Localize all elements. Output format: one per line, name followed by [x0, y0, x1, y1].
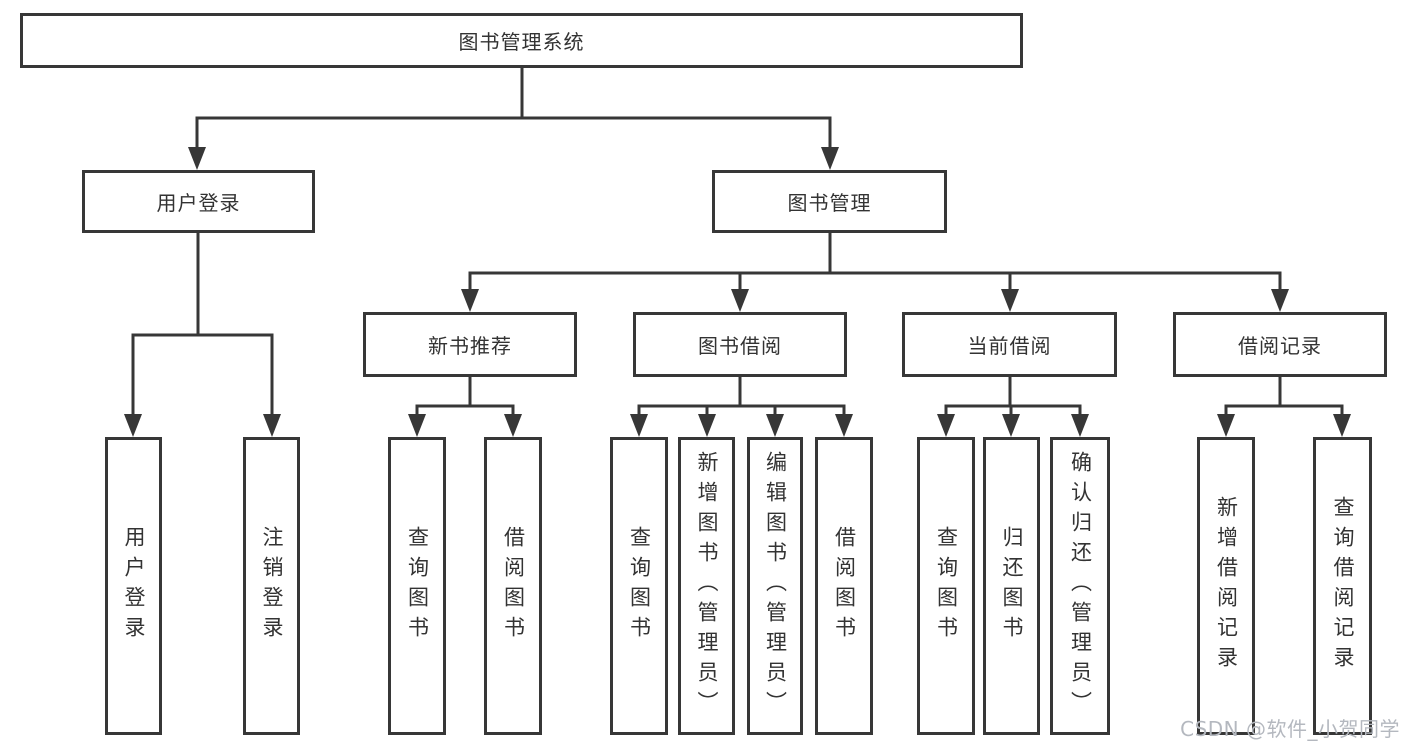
node-bb-edit-books-label: 编辑图书（管理员）: [763, 451, 788, 721]
node-bb-query-books: 查询图书: [610, 437, 668, 735]
arrowhead-icon: [821, 147, 839, 170]
arrowhead-icon: [1271, 289, 1289, 312]
arrowhead-icon: [698, 414, 716, 437]
node-cb-return-books: 归还图书: [983, 437, 1040, 735]
node-br-add-record-label: 新增借阅记录: [1214, 496, 1239, 676]
connector-bookborrow-to-children: [637, 375, 846, 419]
node-cb-query-books: 查询图书: [917, 437, 975, 735]
arrowhead-icon: [630, 414, 648, 437]
node-nbr-query-books-label: 查询图书: [405, 526, 430, 646]
node-book-mgmt-label: 图书管理: [787, 191, 872, 215]
connector-bookmgmt-to-level3: [468, 231, 1282, 294]
node-borrow-records: 借阅记录: [1173, 312, 1387, 377]
node-book-borrow: 图书借阅: [633, 312, 847, 377]
node-br-add-record: 新增借阅记录: [1197, 437, 1255, 735]
node-nbr-borrow-books-label: 借阅图书: [501, 526, 526, 646]
arrowhead-icon: [408, 414, 426, 437]
node-cb-confirm-return-label: 确认归还（管理员）: [1068, 451, 1093, 721]
node-borrow-records-label: 借阅记录: [1238, 334, 1322, 358]
node-logout: 注销登录: [243, 437, 300, 735]
arrowhead-icon: [188, 147, 206, 170]
node-bb-add-books-label: 新增图书（管理员）: [695, 451, 719, 721]
arrowhead-icon: [1002, 414, 1020, 437]
node-br-query-record-label: 查询借阅记录: [1331, 496, 1355, 676]
arrowhead-icon: [504, 414, 522, 437]
node-logout-label: 注销登录: [260, 526, 284, 646]
arrowhead-icon: [1333, 414, 1351, 437]
connector-root-to-level2: [195, 66, 832, 152]
arrowhead-icon: [937, 414, 955, 437]
node-nbr-query-books: 查询图书: [388, 437, 446, 735]
node-br-query-record: 查询借阅记录: [1313, 437, 1372, 735]
node-bb-query-books-label: 查询图书: [627, 526, 652, 646]
connector-userlogin-to-children: [131, 231, 274, 419]
connector-borrowrecords-to-children: [1224, 375, 1344, 419]
node-cb-confirm-return: 确认归还（管理员）: [1050, 437, 1110, 735]
node-new-book-rec: 新书推荐: [363, 312, 577, 377]
arrowhead-icon: [124, 414, 142, 437]
arrowhead-icon: [835, 414, 853, 437]
arrowhead-icon: [766, 414, 784, 437]
node-bb-add-books: 新增图书（管理员）: [678, 437, 735, 735]
node-nbr-borrow-books: 借阅图书: [484, 437, 542, 735]
arrowhead-icon: [1001, 289, 1019, 312]
node-bb-borrow-books: 借阅图书: [815, 437, 873, 735]
node-root-label: 图书管理系统: [458, 30, 585, 54]
arrowhead-icon: [461, 289, 479, 312]
node-current-borrow-label: 当前借阅: [967, 334, 1052, 358]
arrowhead-icon: [1071, 414, 1089, 437]
node-book-borrow-label: 图书借阅: [698, 334, 782, 358]
node-cb-query-books-label: 查询图书: [934, 526, 959, 646]
node-bb-borrow-books-label: 借阅图书: [832, 526, 857, 646]
arrowhead-icon: [263, 414, 281, 437]
node-user-login: 用户登录: [105, 437, 162, 735]
node-bb-edit-books: 编辑图书（管理员）: [747, 437, 803, 735]
node-user-login-group-label: 用户登录: [156, 191, 241, 215]
node-new-book-rec-label: 新书推荐: [428, 334, 512, 358]
node-current-borrow: 当前借阅: [902, 312, 1117, 377]
node-book-mgmt: 图书管理: [712, 170, 947, 233]
arrowhead-icon: [1217, 414, 1235, 437]
arrowhead-icon: [731, 289, 749, 312]
connector-newbookrec-to-children: [415, 375, 515, 419]
node-root: 图书管理系统: [20, 13, 1023, 68]
connector-currentborrow-to-children: [944, 375, 1082, 419]
node-user-login-group: 用户登录: [82, 170, 315, 233]
node-cb-return-books-label: 归还图书: [1000, 526, 1024, 646]
node-user-login-label: 用户登录: [122, 526, 146, 646]
